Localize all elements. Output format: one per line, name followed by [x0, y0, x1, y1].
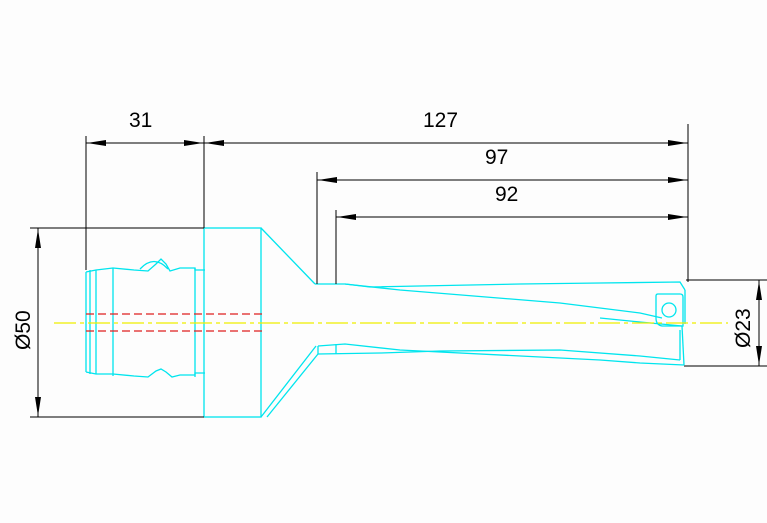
flute-top — [344, 283, 663, 319]
dim-flute-length-97: 97 — [485, 146, 508, 169]
dim-overall-length: 127 — [423, 109, 458, 132]
body-bottom-outer — [317, 343, 685, 366]
hidden-bore-lines — [86, 313, 266, 332]
dim-shank-length: 31 — [129, 109, 152, 132]
body-top — [315, 281, 686, 291]
groove-arc — [139, 260, 169, 270]
dim-flute-length-92: 92 — [495, 183, 518, 206]
insert-pocket — [655, 293, 684, 327]
dim-shank-diameter: Ø50 — [12, 310, 35, 350]
insert-screw — [661, 302, 677, 318]
dimension-arrows — [35, 140, 762, 416]
body-bottom-inner — [317, 349, 681, 361]
shank-upper — [85, 258, 205, 273]
shank-lower — [85, 368, 205, 378]
dimension-lines — [30, 124, 767, 418]
tool-outline — [85, 227, 686, 418]
dim-drill-diameter: Ø23 — [732, 308, 755, 348]
